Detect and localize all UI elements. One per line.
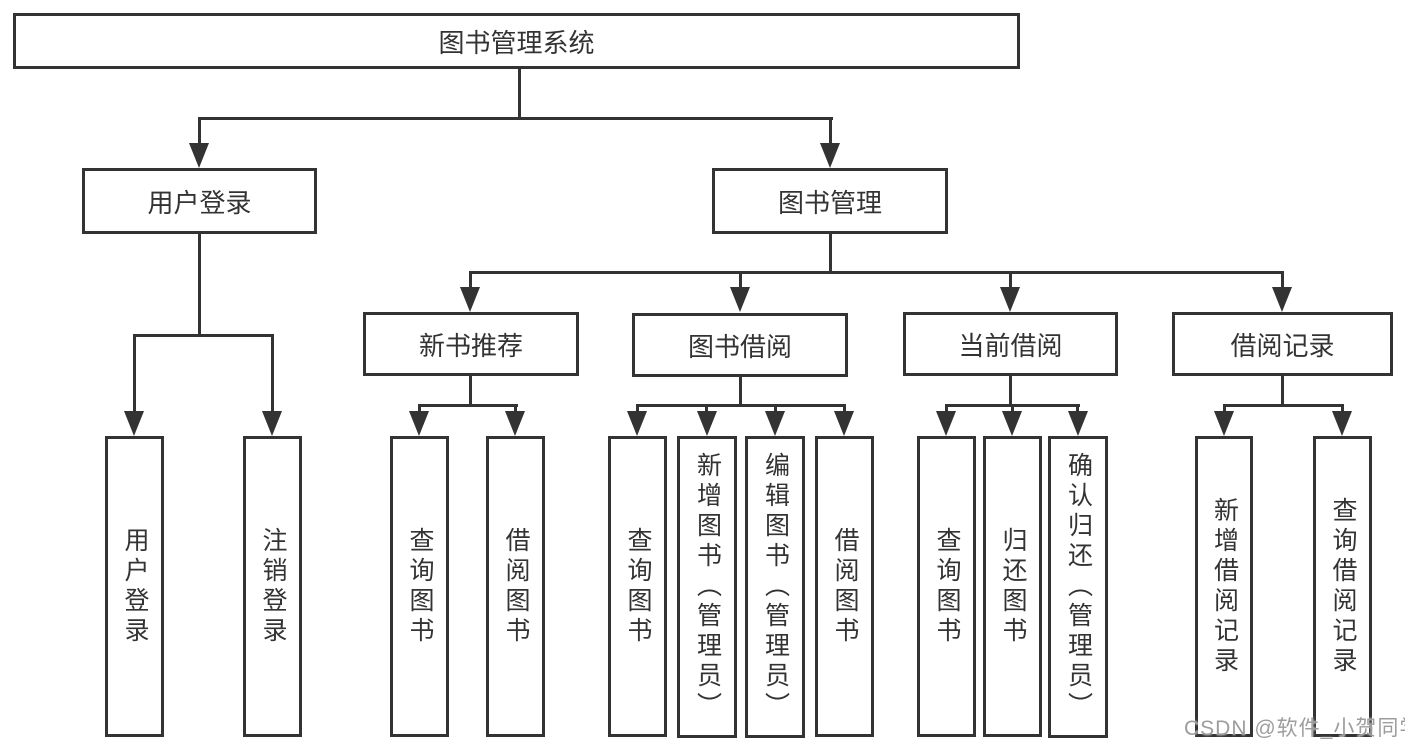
arrowhead — [697, 411, 717, 436]
leaf-bb-query-books: 查询图书 — [608, 436, 667, 737]
leaf-br-query-record: 查询借阅记录 — [1313, 436, 1372, 737]
connector-line — [418, 404, 421, 414]
node-user-login: 用户登录 — [82, 168, 317, 234]
node-book-management: 图书管理 — [712, 168, 948, 234]
connector-line — [198, 233, 201, 337]
connector-line — [133, 334, 136, 414]
leaf-label: 归还图书 — [999, 526, 1027, 647]
leaf-label: 新增借阅记录 — [1210, 496, 1239, 677]
leaf-label: 查询图书 — [933, 526, 961, 647]
arrowhead — [189, 143, 209, 168]
leaf-br-add-record: 新增借阅记录 — [1195, 436, 1253, 737]
leaf-label: 确认归还（管理员） — [1064, 452, 1093, 722]
connector-line — [1076, 404, 1079, 414]
connector-line — [518, 68, 521, 119]
leaf-label: 查询借阅记录 — [1329, 496, 1357, 677]
csdn-watermark: CSDN @软件_小贺同学 — [1184, 717, 1405, 740]
connector-line — [198, 117, 201, 147]
connector-line — [1009, 271, 1012, 290]
leaf-rec-borrow-books: 借阅图书 — [486, 436, 545, 737]
leaf-bb-add-books-admin: 新增图书（管理员） — [677, 436, 737, 738]
connector-line — [1223, 404, 1344, 407]
node-library-system: 图书管理系统 — [13, 13, 1020, 69]
arrowhead — [730, 287, 750, 312]
leaf-rec-query-books: 查询图书 — [390, 436, 449, 737]
arrowhead — [627, 411, 647, 436]
leaf-label: 注销登录 — [259, 526, 287, 647]
connector-line — [1281, 271, 1284, 290]
connector-line — [636, 404, 846, 407]
connector-line — [774, 404, 777, 414]
leaf-label: 新增图书（管理员） — [693, 452, 722, 722]
arrowhead — [1332, 411, 1352, 436]
connector-line — [1281, 375, 1284, 407]
leaf-label: 编辑图书（管理员） — [761, 452, 790, 722]
arrowhead — [1068, 411, 1088, 436]
connector-line — [469, 271, 1284, 274]
connector-line — [1011, 404, 1014, 414]
leaf-label: 查询图书 — [624, 526, 652, 647]
leaf-bb-edit-books-admin: 编辑图书（管理员） — [745, 436, 805, 738]
connector-line — [469, 271, 472, 290]
leaf-cb-query-books: 查询图书 — [917, 436, 976, 737]
connector-line — [705, 404, 708, 414]
connector-line — [469, 376, 472, 407]
arrowhead — [1000, 287, 1020, 312]
leaf-cb-return-books: 归还图书 — [983, 436, 1042, 737]
leaf-label: 用户登录 — [121, 526, 149, 647]
connector-line — [739, 377, 742, 407]
leaf-user-login: 用户登录 — [105, 436, 164, 737]
arrowhead — [409, 411, 429, 436]
arrowhead — [936, 411, 956, 436]
arrowhead — [460, 287, 480, 312]
leaf-label: 查询图书 — [406, 526, 434, 647]
node-current-borrow: 当前借阅 — [903, 312, 1118, 376]
arrowhead — [1272, 287, 1292, 312]
arrowhead — [124, 411, 144, 436]
connector-line — [945, 404, 948, 414]
connector-line — [1341, 404, 1344, 414]
node-new-book-recommend: 新书推荐 — [363, 312, 579, 376]
connector-line — [1223, 404, 1226, 414]
leaf-bb-borrow-books: 借阅图书 — [815, 436, 874, 737]
leaf-label: 借阅图书 — [831, 526, 859, 647]
connector-line — [829, 233, 832, 274]
connector-line — [418, 404, 518, 407]
leaf-label: 借阅图书 — [502, 526, 530, 647]
connector-line — [198, 117, 833, 120]
arrowhead — [1214, 411, 1234, 436]
connector-line — [843, 404, 846, 414]
connector-line — [514, 404, 517, 414]
arrowhead — [505, 411, 525, 436]
arrowhead — [1002, 411, 1022, 436]
arrowhead — [262, 411, 282, 436]
leaf-logout: 注销登录 — [243, 436, 302, 737]
node-book-borrow: 图书借阅 — [632, 313, 848, 377]
connector-line — [271, 334, 274, 414]
connector-line — [133, 334, 274, 337]
arrowhead — [820, 143, 840, 168]
arrowhead — [834, 411, 854, 436]
connector-line — [636, 404, 639, 414]
connector-line — [739, 271, 742, 290]
connector-line — [1009, 376, 1012, 407]
node-borrow-records: 借阅记录 — [1172, 312, 1393, 376]
leaf-cb-confirm-return-admin: 确认归还（管理员） — [1048, 436, 1108, 738]
connector-line — [829, 117, 832, 147]
arrowhead — [765, 411, 785, 436]
